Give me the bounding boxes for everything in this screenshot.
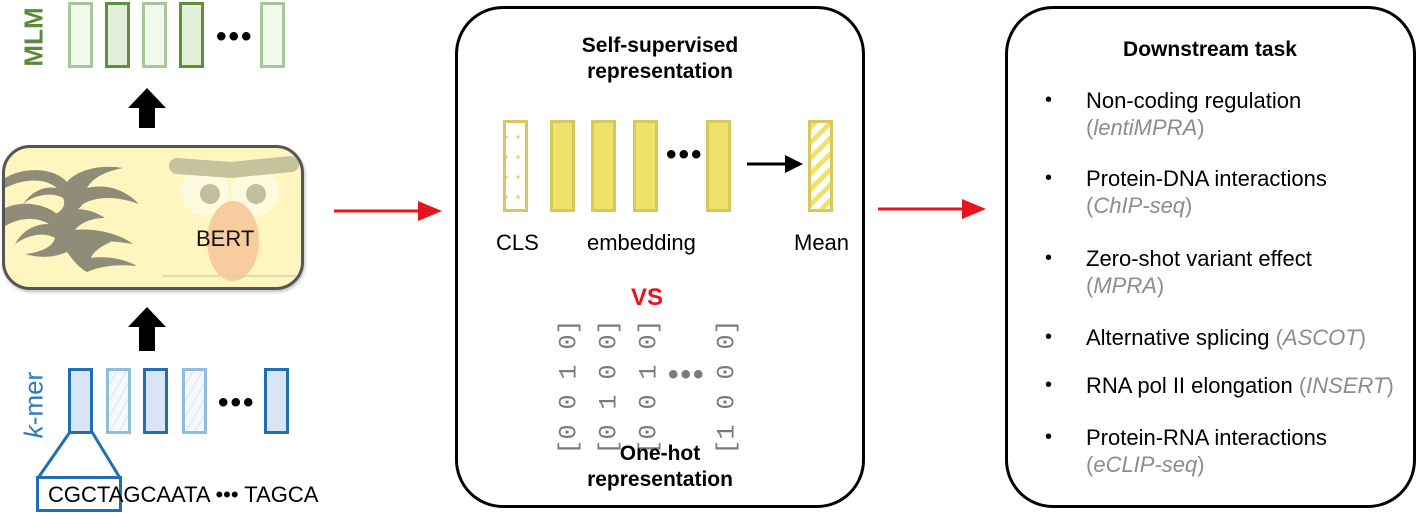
- one-hot-vector-last: [1 0 0 0]: [713, 319, 742, 454]
- task-dataset-name: ASCOT: [1282, 325, 1359, 350]
- mlm-ellipsis: •••: [216, 20, 254, 53]
- task-item-5: • RNA pol II elongation (INSERT): [1045, 372, 1405, 399]
- downstream-task-title: Downstream task: [1123, 38, 1297, 61]
- mlm-token-1: [68, 2, 93, 68]
- right-pupil-icon: [246, 184, 266, 204]
- kmer-token-4: [182, 368, 207, 434]
- task-item-3: • Zero-shot variant effect (MPRA): [1045, 245, 1405, 299]
- representation-panel: [455, 6, 865, 508]
- bert-illustration-icon: [5, 156, 301, 281]
- task-dataset-name: MPRA: [1093, 273, 1157, 298]
- kmer-label-text: k-mer: [19, 372, 50, 438]
- one-hot-ellipsis: •••: [668, 358, 706, 391]
- up-arrow-icon: [128, 88, 166, 128]
- mlm-label-text: MLM: [18, 7, 49, 67]
- bert-model-box: [2, 145, 304, 290]
- mean-embedding-token: [808, 120, 833, 212]
- embedding-token-3: [633, 120, 658, 212]
- kmer-ellipsis: •••: [218, 386, 256, 419]
- one-hot-title-line2: representation: [587, 468, 733, 491]
- bullet-icon: •: [1045, 326, 1053, 348]
- kmer-token-3: [143, 368, 168, 434]
- task-name: Non-coding regulation: [1086, 88, 1302, 113]
- mlm-token-last: [260, 2, 285, 68]
- task-item-4: • Alternative splicing (ASCOT): [1045, 324, 1405, 351]
- one-hot-vector-text: [0 0 1 0]: [634, 319, 664, 455]
- task-dataset: (INSERT): [1298, 373, 1394, 398]
- self-supervised-title: Self-supervised representation: [510, 33, 810, 85]
- flow-arrow-icon: [334, 201, 442, 221]
- one-hot-vector-2: [0 1 0 0]: [595, 319, 624, 454]
- task-dataset-name: eCLIP-seq: [1093, 452, 1198, 477]
- kmer-token-2: [106, 368, 131, 434]
- embedding-token-1: [550, 120, 575, 212]
- kmer-label-suffix: -mer: [18, 371, 49, 426]
- task-dataset: (ASCOT): [1275, 325, 1367, 350]
- kmer-highlight-box: [36, 476, 122, 512]
- mean-label: Mean: [794, 230, 850, 255]
- vs-label: VS: [631, 284, 664, 311]
- task-name: Protein-DNA interactions: [1086, 166, 1327, 191]
- flame-decoration-icon: [5, 166, 139, 272]
- task-dataset-name: INSERT: [1306, 373, 1387, 398]
- task-name: Protein-RNA interactions: [1086, 425, 1327, 450]
- mlm-token-2: [105, 2, 130, 68]
- left-pupil-icon: [200, 184, 220, 204]
- up-arrow-icon: [128, 307, 166, 351]
- task-name: Zero-shot variant effect: [1086, 246, 1312, 271]
- one-hot-vector-text: [0 0 1 0]: [554, 319, 584, 455]
- dna-sequence: CGCTAGCAATA ••• TAGCA: [48, 482, 319, 507]
- task-dataset: (lentiMPRA): [1086, 115, 1205, 140]
- embedding-token-2: [591, 120, 616, 212]
- flow-arrow-icon: [878, 199, 986, 219]
- mlm-token-3: [142, 2, 167, 68]
- task-dataset-name: ChIP-seq: [1093, 193, 1186, 218]
- eyebrow-icon: [169, 156, 299, 179]
- one-hot-vector-text: [1 0 0 0]: [712, 319, 742, 455]
- bullet-icon: •: [1045, 167, 1053, 189]
- cls-embedding-token: [503, 120, 528, 212]
- task-dataset-name: lentiMPRA: [1093, 115, 1198, 140]
- task-item-1: • Non-coding regulation (lentiMPRA): [1045, 87, 1405, 141]
- task-name: Alternative splicing: [1086, 325, 1270, 350]
- embedding-label: embedding: [587, 230, 696, 255]
- one-hot-vector-1: [0 0 1 0]: [555, 319, 584, 454]
- bullet-icon: •: [1045, 374, 1053, 396]
- self-supervised-title-line1: Self-supervised: [581, 34, 739, 57]
- bullet-icon: •: [1045, 247, 1053, 269]
- task-dataset: (eCLIP-seq): [1086, 452, 1205, 477]
- cls-label: CLS: [496, 230, 539, 255]
- task-name: RNA pol II elongation: [1086, 373, 1293, 398]
- mlm-axis-label: MLM: [6, 4, 62, 70]
- bullet-icon: •: [1045, 89, 1053, 111]
- self-supervised-title-line2: representation: [587, 60, 733, 83]
- bullet-icon: •: [1045, 426, 1053, 448]
- kmer-token-last: [264, 368, 289, 434]
- task-dataset: (ChIP-seq): [1086, 193, 1193, 218]
- nose-icon: [207, 201, 259, 281]
- task-item-6: • Protein-RNA interactions (eCLIP-seq): [1045, 424, 1405, 478]
- kmer-expansion-lines: [36, 431, 122, 479]
- one-hot-title: One-hot representation: [510, 441, 810, 493]
- embedding-token-last: [706, 120, 731, 212]
- one-hot-title-line1: One-hot: [619, 442, 701, 465]
- pooling-arrow-icon: [747, 155, 803, 173]
- one-hot-vector-text: [0 1 0 0]: [594, 319, 624, 455]
- one-hot-vector-3: [0 0 1 0]: [635, 319, 664, 454]
- task-dataset: (MPRA): [1086, 273, 1165, 298]
- kmer-token-1: [68, 368, 93, 434]
- downstream-task-panel: [1005, 6, 1416, 508]
- task-item-2: • Protein-DNA interactions (ChIP-seq): [1045, 165, 1405, 219]
- bert-label: BERT: [196, 226, 255, 251]
- embedding-ellipsis: •••: [666, 138, 704, 171]
- mlm-token-4: [179, 2, 204, 68]
